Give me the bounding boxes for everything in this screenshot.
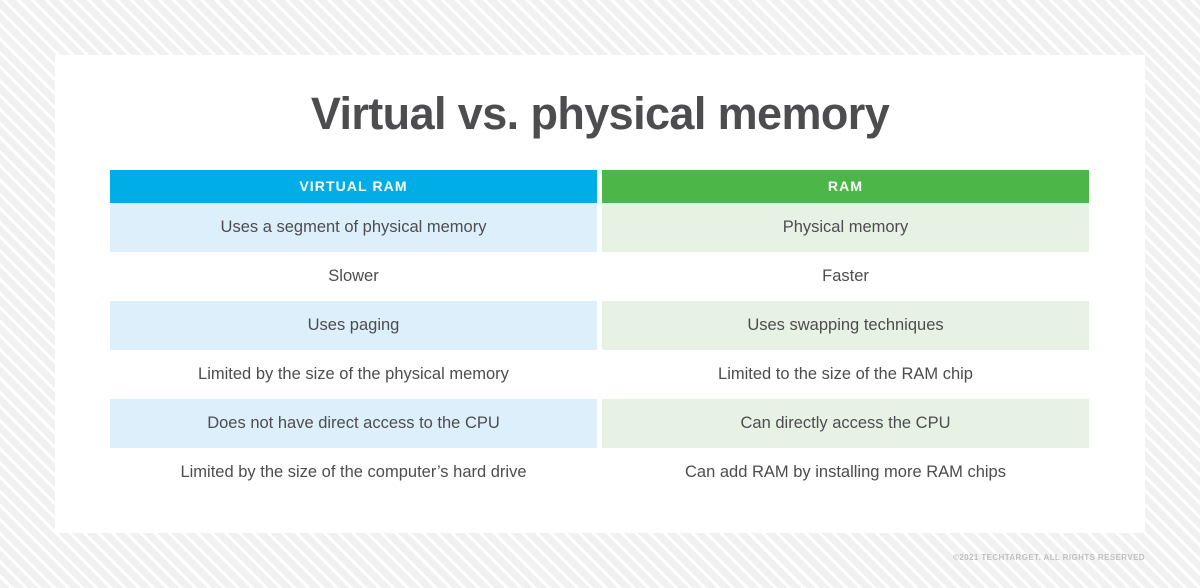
column-header-virtual-ram: VIRTUAL RAM (110, 170, 597, 203)
table-cell-virtual-ram: Uses a segment of physical memory (110, 203, 597, 252)
table-cell-ram: Can directly access the CPU (602, 399, 1089, 448)
comparison-table: VIRTUAL RAM RAM Uses a segment of physic… (110, 170, 1089, 497)
table-row: Does not have direct access to the CPU C… (110, 399, 1089, 448)
table-cell-virtual-ram: Uses paging (110, 301, 597, 350)
page-title: Virtual vs. physical memory (310, 88, 890, 139)
table-cell-virtual-ram: Limited by the size of the computer’s ha… (110, 448, 597, 497)
table-cell-ram: Limited to the size of the RAM chip (602, 350, 1089, 399)
table-row: Slower Faster (110, 252, 1089, 301)
content-card: Virtual vs. physical memory VIRTUAL RAM … (55, 55, 1145, 533)
table-cell-ram: Can add RAM by installing more RAM chips (602, 448, 1089, 497)
table-cell-virtual-ram: Limited by the size of the physical memo… (110, 350, 597, 399)
table-header-row: VIRTUAL RAM RAM (110, 170, 1089, 203)
table-row: Uses paging Uses swapping techniques (110, 301, 1089, 350)
column-header-ram: RAM (602, 170, 1089, 203)
table-cell-virtual-ram: Does not have direct access to the CPU (110, 399, 597, 448)
table-cell-ram: Uses swapping techniques (602, 301, 1089, 350)
copyright-notice: ©2021 TECHTARGET. ALL RIGHTS RESERVED (953, 553, 1145, 562)
table-row: Uses a segment of physical memory Physic… (110, 203, 1089, 252)
table-row: Limited by the size of the physical memo… (110, 350, 1089, 399)
table-row: Limited by the size of the computer’s ha… (110, 448, 1089, 497)
table-cell-ram: Physical memory (602, 203, 1089, 252)
table-cell-virtual-ram: Slower (110, 252, 597, 301)
table-cell-ram: Faster (602, 252, 1089, 301)
